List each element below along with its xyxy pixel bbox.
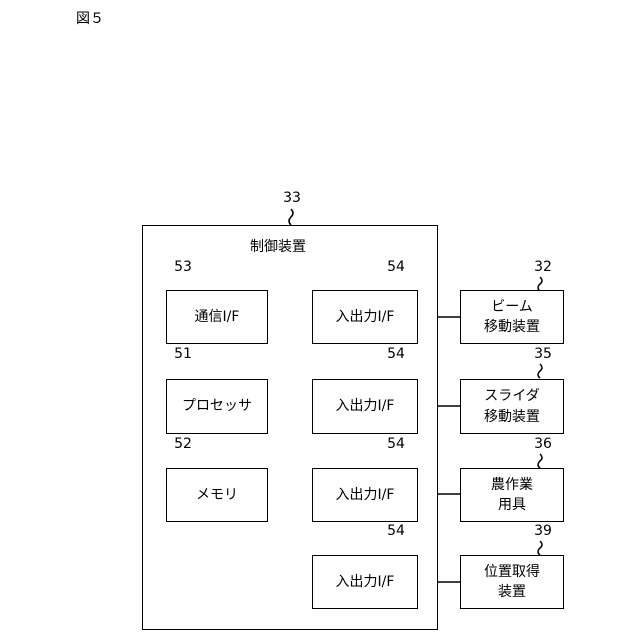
device-1-line1: ビーム [484, 297, 540, 317]
processor-box: プロセッサ [166, 379, 268, 434]
leader-35 [538, 364, 542, 378]
ref-32: 32 [534, 259, 552, 275]
io-if-label-4: 入出力I/F [336, 572, 395, 592]
leader-32 [538, 277, 542, 291]
io-if-label-1: 入出力I/F [336, 307, 395, 327]
ref-35: 35 [534, 346, 552, 362]
io-if-box-2: 入出力I/F [312, 379, 418, 434]
comm-if-label: 通信I/F [195, 307, 240, 327]
leader-39 [538, 541, 542, 555]
device-1-line2: 移動装置 [484, 317, 540, 337]
ref-54-4: 54 [387, 523, 405, 539]
leader-33 [289, 209, 293, 225]
ref-36: 36 [534, 436, 552, 452]
leader-36 [538, 454, 542, 468]
io-if-label-3: 入出力I/F [336, 485, 395, 505]
ref-52: 52 [174, 436, 192, 452]
slider-moving-device-box: スライダ 移動装置 [460, 379, 564, 434]
processor-label: プロセッサ [182, 396, 252, 416]
farm-tool-box: 農作業 用具 [460, 468, 564, 522]
io-if-box-3: 入出力I/F [312, 468, 418, 522]
beam-moving-device-box: ビーム 移動装置 [460, 290, 564, 344]
device-3-line1: 農作業 [491, 475, 533, 495]
ref-53: 53 [174, 259, 192, 275]
ref-54-3: 54 [387, 436, 405, 452]
ref-39: 39 [534, 523, 552, 539]
comm-if-box: 通信I/F [166, 290, 268, 344]
ref-33: 33 [283, 190, 301, 206]
memory-box: メモリ [166, 468, 268, 522]
device-2-line1: スライダ [484, 386, 540, 406]
io-if-label-2: 入出力I/F [336, 396, 395, 416]
memory-label: メモリ [196, 485, 238, 505]
ref-54-1: 54 [387, 259, 405, 275]
io-if-box-1: 入出力I/F [312, 290, 418, 344]
device-4-line1: 位置取得 [484, 562, 540, 582]
device-3-line2: 用具 [491, 495, 533, 515]
control-device-title: 制御装置 [250, 236, 306, 256]
io-if-box-4: 入出力I/F [312, 555, 418, 609]
position-acquisition-device-box: 位置取得 装置 [460, 555, 564, 609]
device-2-line2: 移動装置 [484, 407, 540, 427]
device-4-line2: 装置 [484, 582, 540, 602]
ref-54-2: 54 [387, 346, 405, 362]
ref-51: 51 [174, 346, 192, 362]
